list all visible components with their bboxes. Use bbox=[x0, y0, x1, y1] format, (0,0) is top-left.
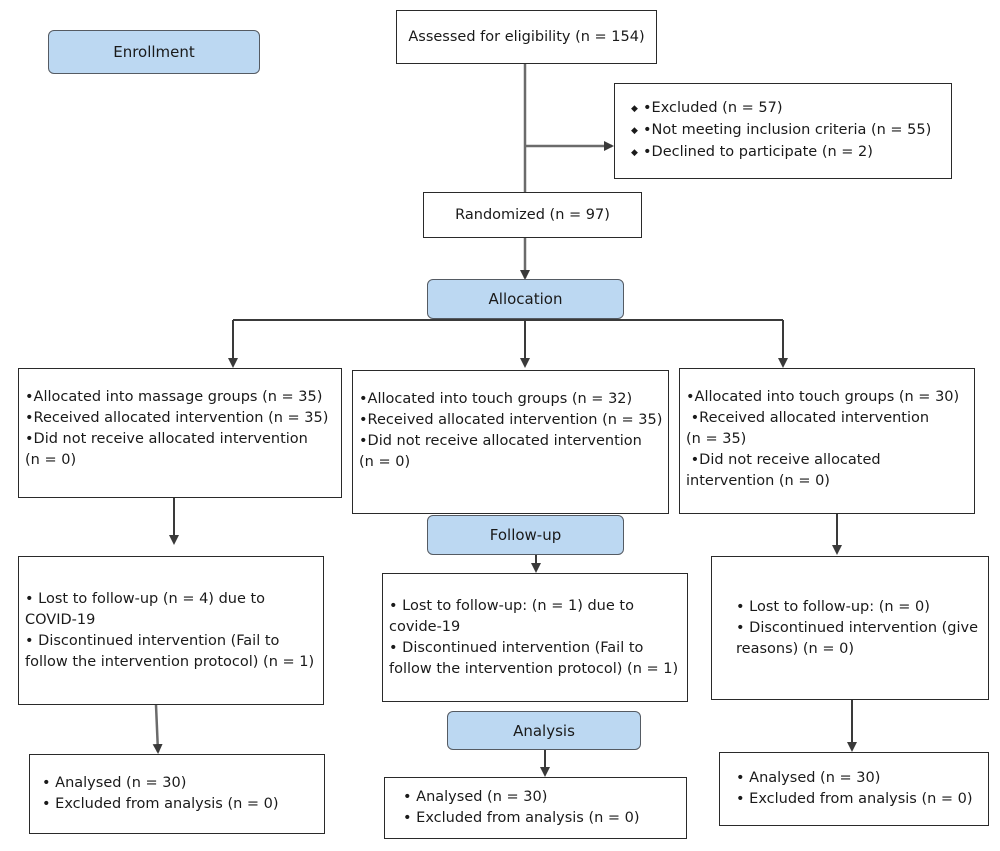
randomized-text: Randomized (n = 97) bbox=[455, 206, 610, 223]
analysis-line: • Analysed (n = 30) bbox=[42, 775, 187, 791]
followup-line: reasons) (n = 0) bbox=[736, 640, 854, 657]
followup-box-touch-30: • Lost to follow-up: (n = 0) • Discontin… bbox=[711, 556, 989, 700]
analysis-line: • Excluded from analysis (n = 0) bbox=[403, 810, 640, 826]
excluded-text: •Excluded (n = 57) bbox=[643, 100, 783, 116]
stage-follow-up-label: Follow-up bbox=[489, 526, 562, 544]
excluded-item: ◆ •Declined to participate (n = 2) bbox=[631, 142, 951, 164]
analysis-box-touch-30: • Analysed (n = 30) • Excluded from anal… bbox=[719, 752, 989, 826]
allocation-line: (n = 35) bbox=[686, 431, 747, 447]
excluded-text: •Declined to participate (n = 2) bbox=[643, 144, 873, 160]
analysis-box-touch-32: • Analysed (n = 30) • Excluded from anal… bbox=[384, 777, 687, 839]
followup-line: follow the intervention protocol) (n = 1… bbox=[389, 660, 679, 677]
allocation-line: •Allocated into touch groups (n = 32) bbox=[359, 391, 633, 407]
allocation-line: •Received allocated intervention (n = 35… bbox=[25, 410, 329, 426]
allocation-line: •Allocated into touch groups (n = 30) bbox=[686, 389, 960, 405]
excluded-text: •Not meeting inclusion criteria (n = 55) bbox=[643, 122, 932, 138]
allocation-line: •Received allocated intervention (n = 35… bbox=[359, 412, 663, 428]
allocation-box-touch-30: •Allocated into touch groups (n = 30) •R… bbox=[679, 368, 975, 514]
allocation-line: •Did not receive allocated intervention bbox=[359, 433, 642, 449]
followup-line: • Lost to follow-up: (n = 1) due to bbox=[389, 597, 634, 614]
followup-line: • Discontinued intervention (give bbox=[736, 619, 979, 636]
excluded-item: ◆ •Not meeting inclusion criteria (n = 55… bbox=[631, 120, 951, 142]
stage-allocation: Allocation bbox=[427, 279, 624, 319]
diamond-bullet-icon: ◆ bbox=[631, 126, 638, 136]
stage-enrollment-label: Enrollment bbox=[113, 43, 195, 61]
followup-box-massage: • Lost to follow-up (n = 4) due to COVID… bbox=[18, 556, 324, 705]
stage-enrollment: Enrollment bbox=[48, 30, 260, 74]
stage-follow-up: Follow-up bbox=[427, 515, 624, 555]
followup-line: covide-19 bbox=[389, 618, 461, 635]
allocation-line: (n = 0) bbox=[359, 454, 411, 470]
randomized-box: Randomized (n = 97) bbox=[423, 192, 642, 238]
followup-line: • Discontinued intervention (Fail to bbox=[389, 639, 644, 656]
followup-line: • Discontinued intervention (Fail to bbox=[25, 632, 280, 649]
assessed-text: Assessed for eligibility (n = 154) bbox=[408, 28, 645, 45]
allocation-line: intervention (n = 0) bbox=[686, 473, 830, 489]
allocation-line: •Allocated into massage groups (n = 35) bbox=[25, 389, 323, 405]
connector-followup-analysis-left bbox=[152, 704, 163, 754]
allocation-line: •Received allocated intervention bbox=[686, 410, 930, 426]
analysis-line: • Analysed (n = 30) bbox=[403, 789, 548, 805]
allocation-box-touch-32: •Allocated into touch groups (n = 32) •R… bbox=[352, 370, 669, 514]
analysis-line: • Excluded from analysis (n = 0) bbox=[42, 796, 279, 812]
analysis-line: • Excluded from analysis (n = 0) bbox=[736, 791, 973, 807]
stage-analysis: Analysis bbox=[447, 711, 641, 750]
allocation-line: (n = 0) bbox=[25, 452, 77, 468]
followup-line: • Lost to follow-up: (n = 0) bbox=[736, 598, 930, 615]
followup-line: COVID-19 bbox=[25, 611, 96, 628]
stage-allocation-label: Allocation bbox=[488, 290, 563, 308]
allocation-line: •Did not receive allocated intervention bbox=[25, 431, 308, 447]
followup-line: follow the intervention protocol) (n = 1… bbox=[25, 653, 315, 670]
followup-line: • Lost to follow-up (n = 4) due to bbox=[25, 590, 266, 607]
analysis-line: • Analysed (n = 30) bbox=[736, 770, 881, 786]
excluded-box: ◆ •Excluded (n = 57) ◆ •Not meeting inclus… bbox=[614, 83, 952, 179]
stage-analysis-label: Analysis bbox=[513, 721, 575, 740]
diamond-bullet-icon: ◆ bbox=[631, 148, 638, 158]
allocation-line: •Did not receive allocated bbox=[686, 452, 881, 468]
followup-box-touch-32: • Lost to follow-up: (n = 1) due to covi… bbox=[382, 573, 688, 702]
allocation-box-massage: •Allocated into massage groups (n = 35) … bbox=[18, 368, 342, 498]
assessed-box: Assessed for eligibility (n = 154) bbox=[396, 10, 657, 64]
diamond-bullet-icon: ◆ bbox=[631, 104, 638, 114]
excluded-item: ◆ •Excluded (n = 57) bbox=[631, 98, 951, 120]
analysis-box-massage: • Analysed (n = 30) • Excluded from anal… bbox=[29, 754, 325, 834]
